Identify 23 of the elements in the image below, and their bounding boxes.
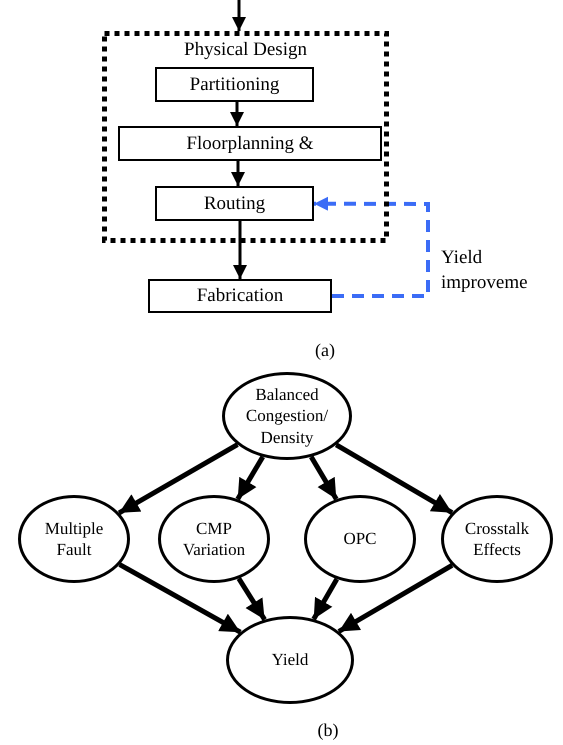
arrow bbox=[233, 221, 247, 279]
arrow bbox=[338, 563, 454, 634]
dotted-group-box bbox=[102, 31, 389, 243]
arrow bbox=[232, 0, 246, 31]
arrow bbox=[231, 161, 245, 186]
ellipse-node: OPC bbox=[304, 495, 416, 583]
process-box: Floorplanning & bbox=[118, 126, 382, 161]
subfigure-caption: (b) bbox=[318, 720, 338, 741]
ellipse-node: Balanced Congestion/ Density bbox=[222, 372, 352, 460]
subfigure-caption: (a) bbox=[315, 340, 335, 361]
process-box: Fabrication bbox=[148, 279, 332, 313]
arrow bbox=[118, 442, 239, 516]
ellipse-node: Multiple Fault bbox=[18, 495, 130, 583]
ellipse-node: Yield bbox=[226, 616, 354, 704]
process-box: Partitioning bbox=[155, 67, 314, 102]
arrow bbox=[230, 102, 244, 126]
arrow bbox=[334, 442, 454, 515]
arrow bbox=[118, 562, 242, 634]
ellipse-node: Crosstalk Effects bbox=[441, 495, 553, 583]
process-box: Routing bbox=[155, 186, 314, 221]
group-title: Physical Design bbox=[184, 39, 307, 60]
ellipse-node: CMP Variation bbox=[158, 495, 270, 583]
dashed-arrow bbox=[314, 196, 430, 298]
